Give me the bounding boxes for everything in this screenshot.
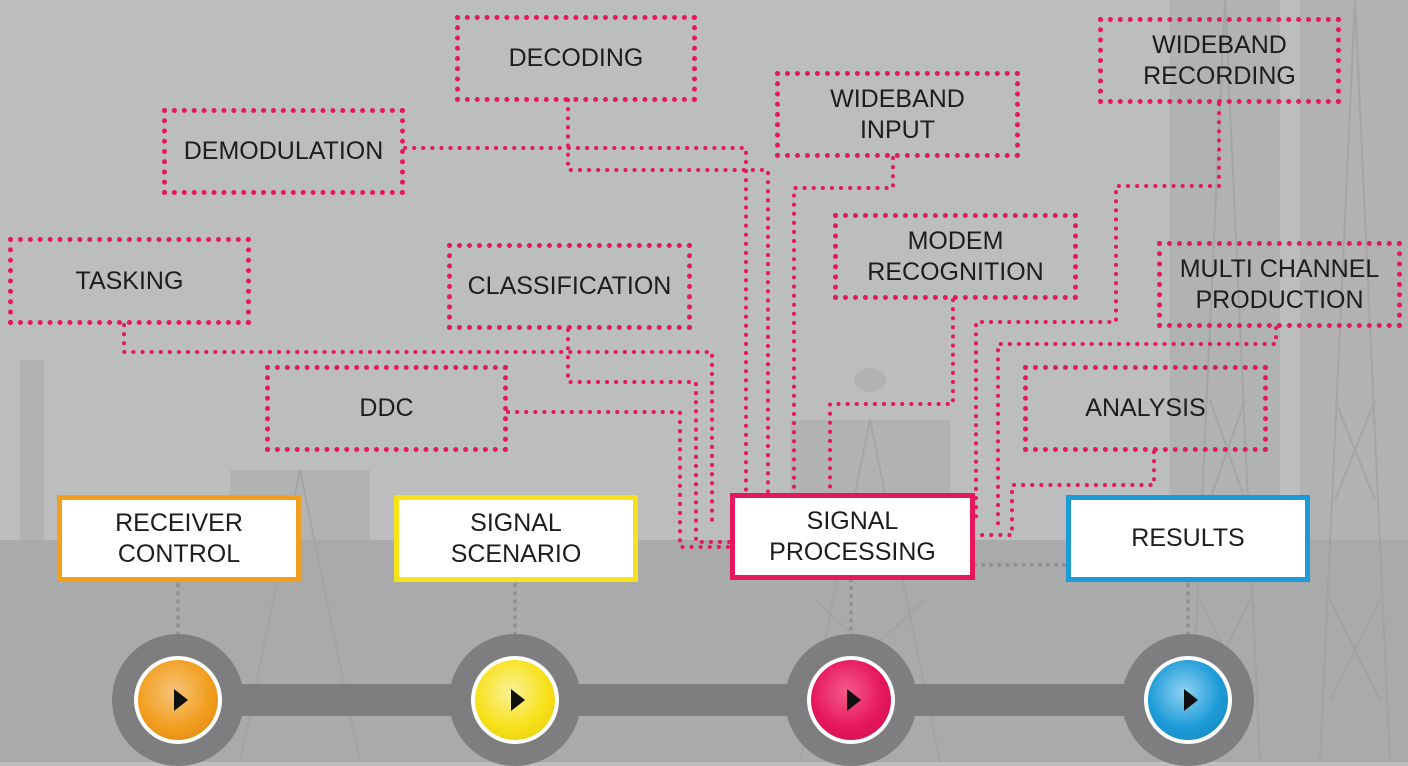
node-results-button[interactable]	[1144, 656, 1232, 744]
module-ddc-label: DDC	[359, 394, 414, 422]
stage-receiver-control-label: RECEIVER CONTROL	[115, 508, 243, 568]
node-receiver-control[interactable]	[112, 634, 244, 766]
connector-modem-recognition	[828, 298, 955, 527]
module-decoding: DECODING	[455, 15, 697, 102]
connector-tasking	[122, 323, 714, 527]
module-classification: CLASSIFICATION	[447, 243, 692, 330]
module-modem-recognition: MODEM RECOGNITION	[833, 213, 1078, 300]
stage-signal-scenario-label: SIGNAL SCENARIO	[450, 508, 582, 568]
play-icon	[510, 689, 525, 711]
module-analysis-label: ANALYSIS	[1085, 394, 1206, 422]
connector-analysis	[973, 450, 1156, 537]
connector-classification	[566, 328, 737, 544]
connector-demodulation	[403, 146, 748, 530]
node-signal-processing[interactable]	[785, 634, 917, 766]
module-decoding-label: DECODING	[508, 44, 644, 72]
module-tasking: TASKING	[8, 237, 251, 325]
module-demodulation: DEMODULATION	[162, 108, 405, 195]
module-multi-channel-production-label: MULTI CHANNEL PRODUCTION	[1179, 254, 1380, 314]
module-multi-channel-production: MULTI CHANNEL PRODUCTION	[1157, 241, 1402, 328]
stage-signal-scenario[interactable]: SIGNAL SCENARIO	[394, 495, 638, 582]
node-signal-scenario[interactable]	[449, 634, 581, 766]
module-wideband-recording-label: WIDEBAND RECORDING	[1143, 30, 1296, 90]
module-analysis: ANALYSIS	[1023, 365, 1268, 452]
connector-multi-channel-production	[996, 326, 1278, 527]
module-wideband-recording: WIDEBAND RECORDING	[1098, 17, 1341, 104]
stage-signal-processing[interactable]: SIGNAL PROCESSING	[730, 493, 975, 580]
node-signal-scenario-button[interactable]	[471, 656, 559, 744]
node-signal-processing-button[interactable]	[807, 656, 895, 744]
stage-results-label: RESULTS	[1131, 524, 1245, 552]
module-ddc: DDC	[265, 365, 508, 452]
module-wideband-input-label: WIDEBAND INPUT	[830, 84, 965, 144]
module-modem-recognition-label: MODEM RECOGNITION	[867, 226, 1044, 286]
module-classification-label: CLASSIFICATION	[467, 272, 672, 300]
stage-signal-processing-label: SIGNAL PROCESSING	[769, 506, 936, 566]
connector-decoding	[566, 98, 770, 527]
stage-receiver-control[interactable]: RECEIVER CONTROL	[57, 495, 301, 582]
node-receiver-control-button[interactable]	[134, 656, 222, 744]
play-icon	[846, 689, 861, 711]
stage-results[interactable]: RESULTS	[1066, 495, 1310, 582]
node-results[interactable]	[1122, 634, 1254, 766]
play-icon	[173, 689, 188, 711]
timeline-track	[180, 684, 1190, 716]
module-wideband-input: WIDEBAND INPUT	[775, 71, 1020, 158]
play-icon	[1183, 689, 1198, 711]
connector-wideband-recording	[974, 102, 1221, 527]
module-demodulation-label: DEMODULATION	[183, 137, 384, 165]
module-tasking-label: TASKING	[75, 266, 184, 295]
